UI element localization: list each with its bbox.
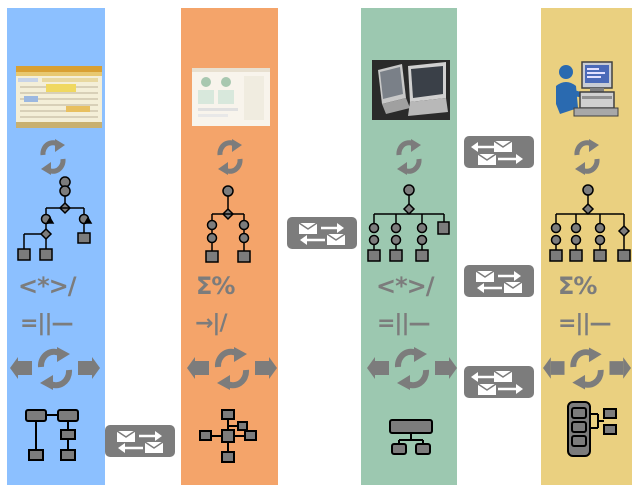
- component-stack-icon: [566, 400, 618, 460]
- operator-symbol-b: =||—: [20, 311, 73, 336]
- envelope-exchange-icon: [464, 366, 534, 398]
- operator-symbol-a: <*>/: [376, 272, 434, 300]
- operator-symbol-a: Σ%: [196, 272, 234, 300]
- spreadsheet-thumbnail: [16, 66, 102, 128]
- laptop-computers-thumbnail: [372, 60, 450, 120]
- hierarchy-structure-icon: [388, 418, 434, 456]
- bidirectional-cycle-icon: [543, 345, 631, 391]
- bidirectional-cycle-icon: [10, 345, 100, 391]
- message-exchange-badge: [287, 217, 357, 249]
- process-tree-icon: [198, 183, 258, 269]
- user-workstation-thumbnail: [554, 60, 618, 120]
- flowchart-structure-icon: [24, 408, 82, 464]
- message-exchange-badge: [464, 136, 534, 168]
- application-window-thumbnail: [192, 68, 270, 126]
- operator-symbol-a: Σ%: [558, 272, 596, 300]
- message-exchange-badge: [464, 265, 534, 297]
- process-tree-icon: [546, 182, 632, 266]
- bidirectional-cycle-icon: [187, 345, 277, 391]
- operator-symbol-b: →|/: [195, 311, 227, 336]
- rotate-cycle-icon: [214, 138, 246, 176]
- operator-symbol-b: =||—: [558, 311, 611, 336]
- message-exchange-badge: [464, 366, 534, 398]
- message-exchange-badge: [105, 425, 175, 457]
- envelope-exchange-icon: [464, 265, 534, 297]
- rotate-cycle-icon: [37, 138, 69, 176]
- envelope-exchange-icon: [105, 425, 175, 457]
- envelope-exchange-icon: [464, 136, 534, 168]
- process-tree-icon: [364, 182, 454, 266]
- network-hub-icon: [198, 408, 258, 466]
- envelope-exchange-icon: [287, 217, 357, 249]
- process-tree-icon: [16, 183, 96, 265]
- rotate-cycle-icon: [393, 138, 425, 176]
- operator-symbol-b: =||—: [377, 311, 430, 336]
- rotate-cycle-icon: [571, 138, 603, 176]
- operator-symbol-a: <*>/: [18, 272, 76, 300]
- bidirectional-cycle-icon: [367, 345, 457, 391]
